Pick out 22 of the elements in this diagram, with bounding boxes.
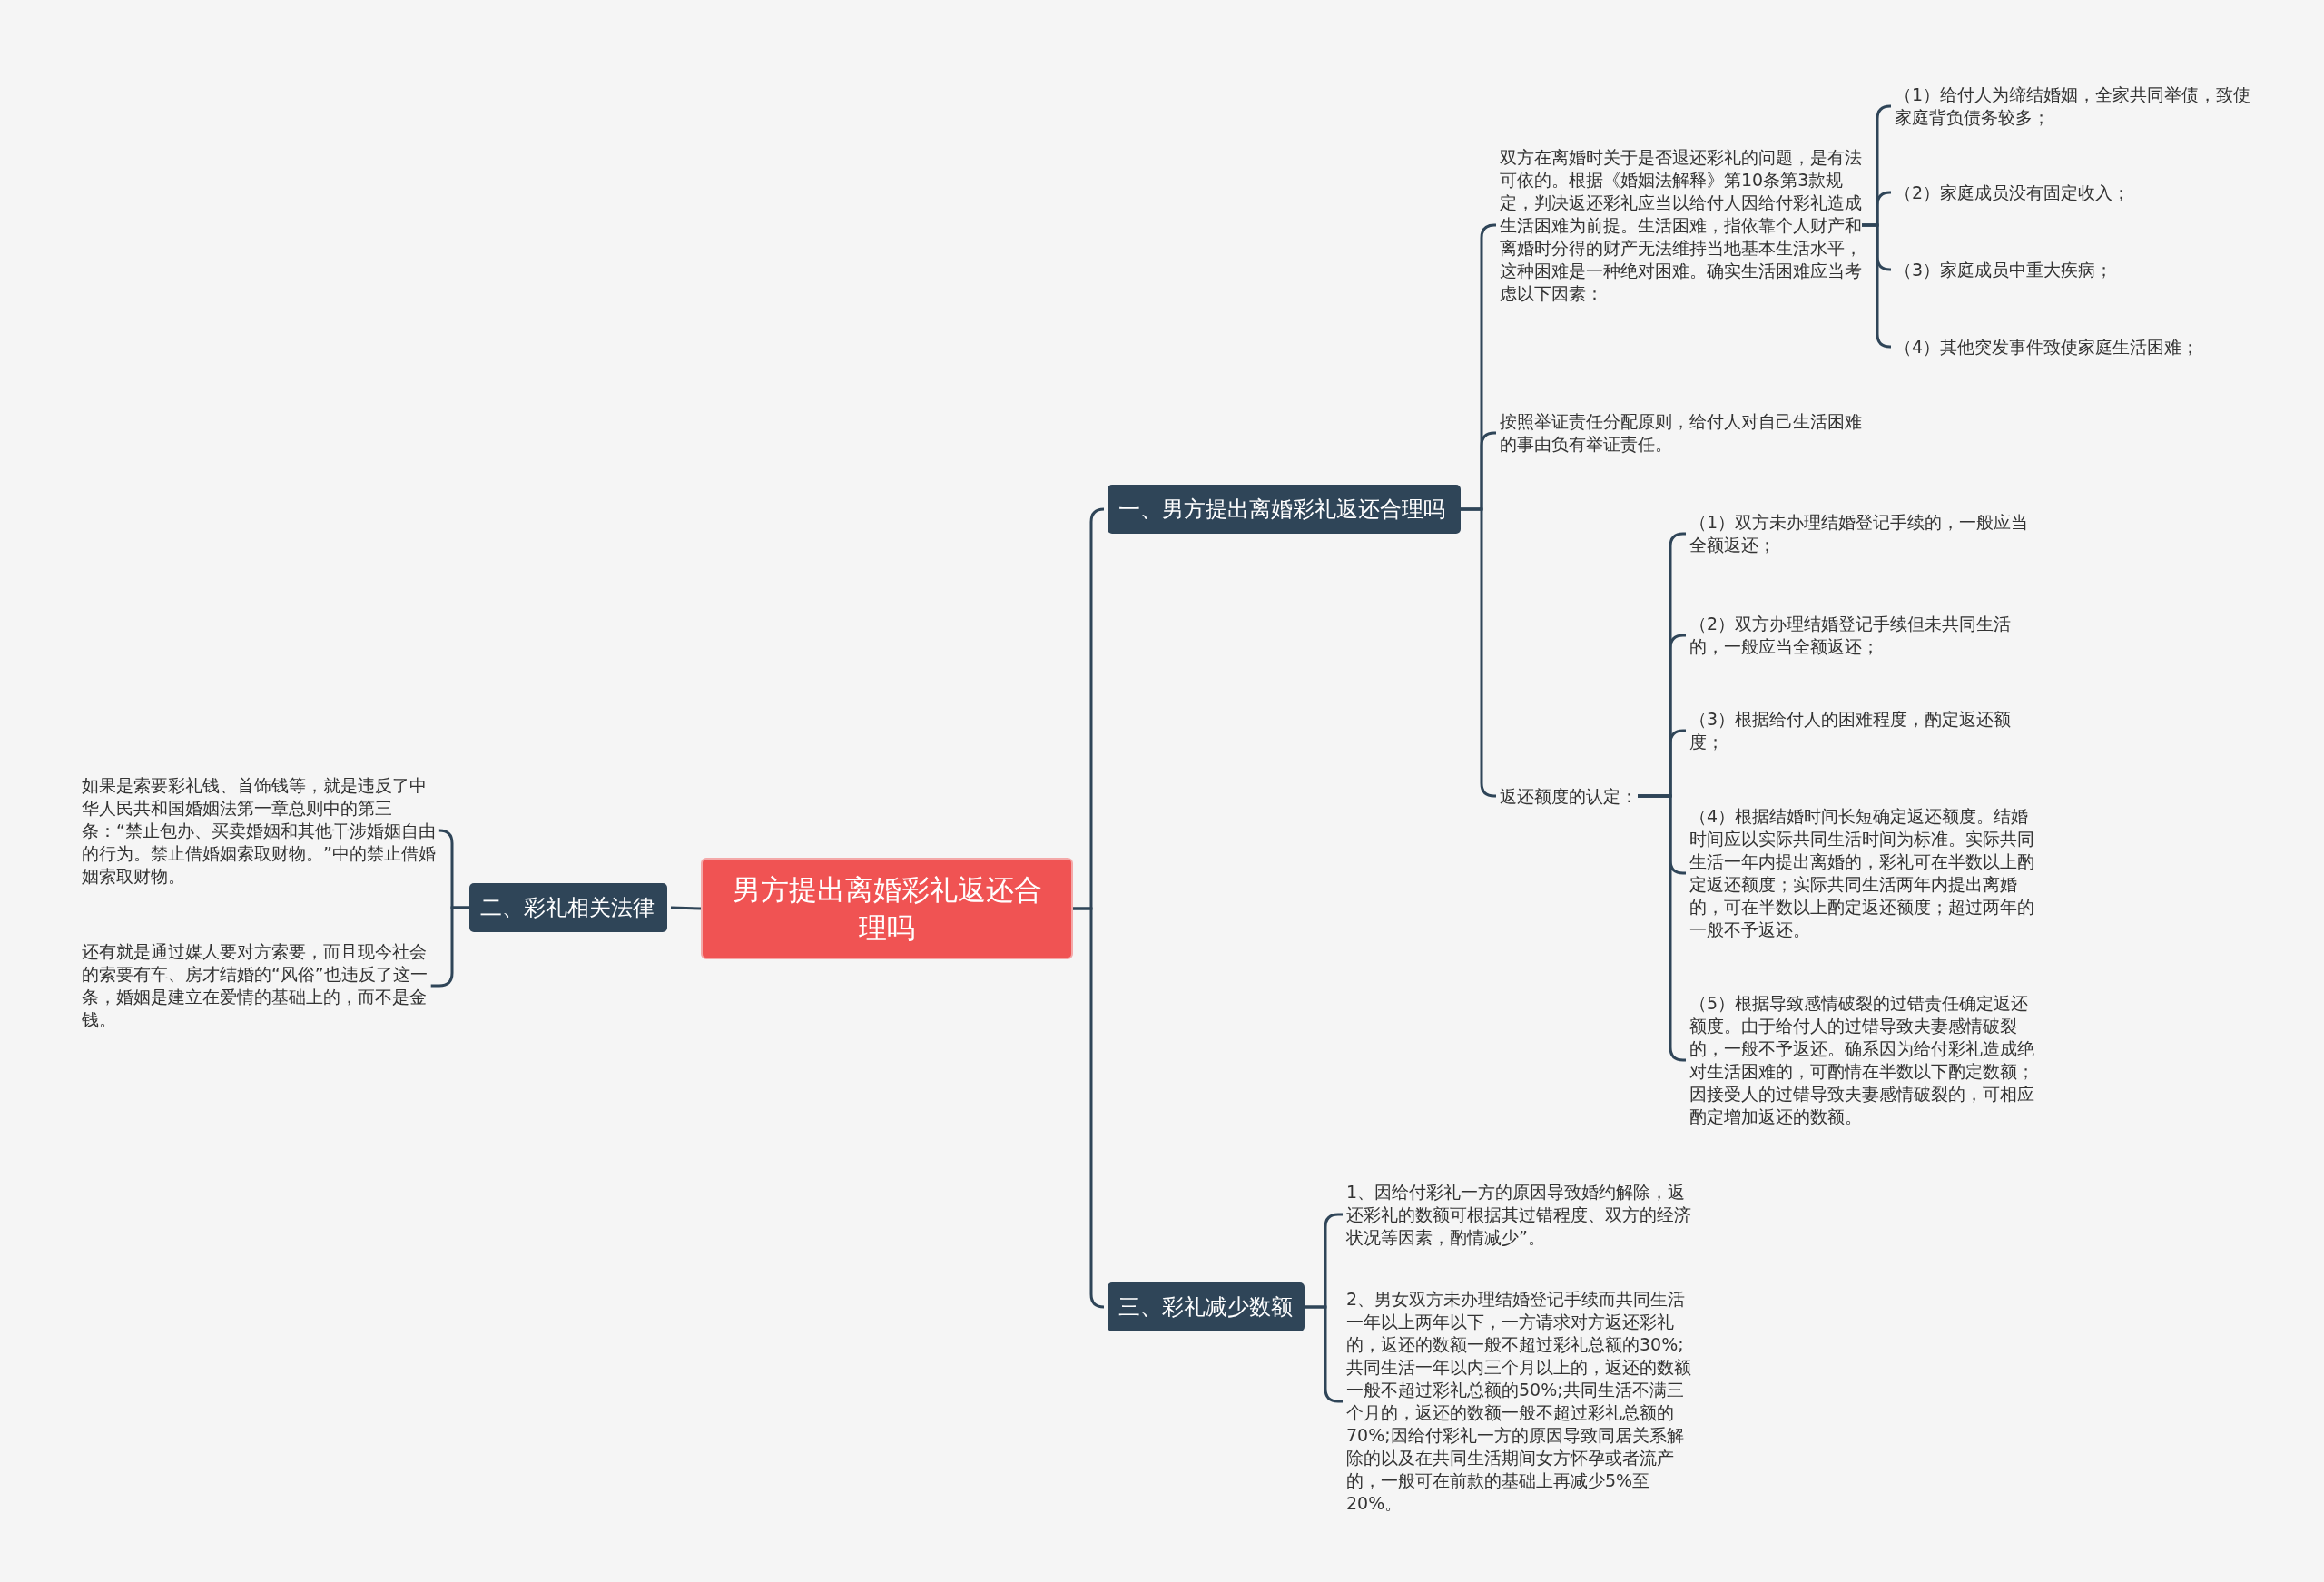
- text-note: （2）双方办理结婚登记手续但未共同生活的，一般应当全额返还；: [1689, 613, 2043, 658]
- branch-topic: 三、彩礼减少数额: [1108, 1282, 1305, 1331]
- text-note: （1）双方未办理结婚登记手续的，一般应当全额返还；: [1689, 511, 2043, 556]
- text-note: （4）根据结婚时间长短确定返还额度。结婚时间应以实际共同生活时间为标准。实际共同生活一年内提出离婚的，彩礼可在半数以上酌定返还额度；实际共同生活两年内提出离婚的，可在半数以上酌定返还额度；超过两年的一般不予返还。: [1689, 805, 2043, 941]
- text-note: （4）其他突发事件致使家庭生活困难；: [1895, 335, 2258, 359]
- text-note: （1）给付人为缔结婚姻，全家共同举债，致使家庭背负债务较多；: [1895, 84, 2258, 129]
- text-note: 按照举证责任分配原则，给付人对自己生活困难的事由负有举证责任。: [1500, 410, 1863, 456]
- branch-topic: 二、彩礼相关法律: [469, 883, 667, 932]
- connector-line: [1073, 907, 1106, 1309]
- text-note: （2）家庭成员没有固定收入；: [1895, 181, 2258, 204]
- text-note: 双方在离婚时关于是否退还彩礼的问题，是有法可依的。根据《婚姻法解释》第10条第3款规定，判决返还彩礼应当以给付人因给付彩礼造成生活困难为前提。生活困难，指依靠个人财产和离婚时分得的财产无法维持当地基本生活水平，这种困难是一种绝对困难。确实生活困难应当考虑以下因素：: [1500, 145, 1863, 305]
- text-note: 1、因给付彩礼一方的原因导致婚约解除，返还彩礼的数额可根据其过错程度、双方的经济状况等因素，酌情减少”。: [1346, 1180, 1700, 1249]
- central-topic: 男方提出离婚彩礼返还合理吗: [701, 858, 1073, 959]
- text-note: 还有就是通过媒人要对方索要，而且现今社会的索要有车、房才结婚的“风俗”也违反了这一条，婚姻是建立在爱情的基础上的，而不是金钱。: [82, 940, 440, 1031]
- text-note: （3）根据给付人的困难程度，酌定返还额度；: [1689, 708, 2043, 753]
- connector-line: [670, 906, 702, 910]
- text-note: 如果是索要彩礼钱、首饰钱等，就是违反了中华人民共和国婚姻法第一章总则中的第三条：“禁止包办、买卖婚姻和其他干涉婚姻自由的行为。禁止借婚姻索取财物。”中的禁止借婚姻索取财物。: [82, 773, 440, 888]
- text-note: 2、男女双方未办理结婚登记手续而共同生活一年以上两年以下，一方请求对方返还彩礼的，返还的数额一般不超过彩礼总额的30%;共同生活一年以内三个月以上的，返还的数额一般不超过彩礼总额的50%;共同生活不满三个月的，返还的数额一般不超过彩礼总额的70%;因给付彩礼一方的原因导致同居关系解除的以及在共同生活期间女方怀孕或者流产的，一般可在前款的基础上再减少5%至20%。: [1346, 1288, 1700, 1515]
- text-note: 返还额度的认定：: [1500, 784, 1654, 808]
- text-note: （5）根据导致感情破裂的过错责任确定返还额度。由于给付人的过错导致夫妻感情破裂的，一般不予返还。确系因为给付彩礼造成绝对生活困难的，可酌情在半数以下酌定数额；因接受人的过错导致夫妻感情破裂的，可相应酌定增加返还的数额。: [1689, 992, 2043, 1128]
- branch-topic: 一、男方提出离婚彩礼返还合理吗: [1108, 485, 1461, 534]
- text-note: （3）家庭成员中重大疾病；: [1895, 258, 2258, 281]
